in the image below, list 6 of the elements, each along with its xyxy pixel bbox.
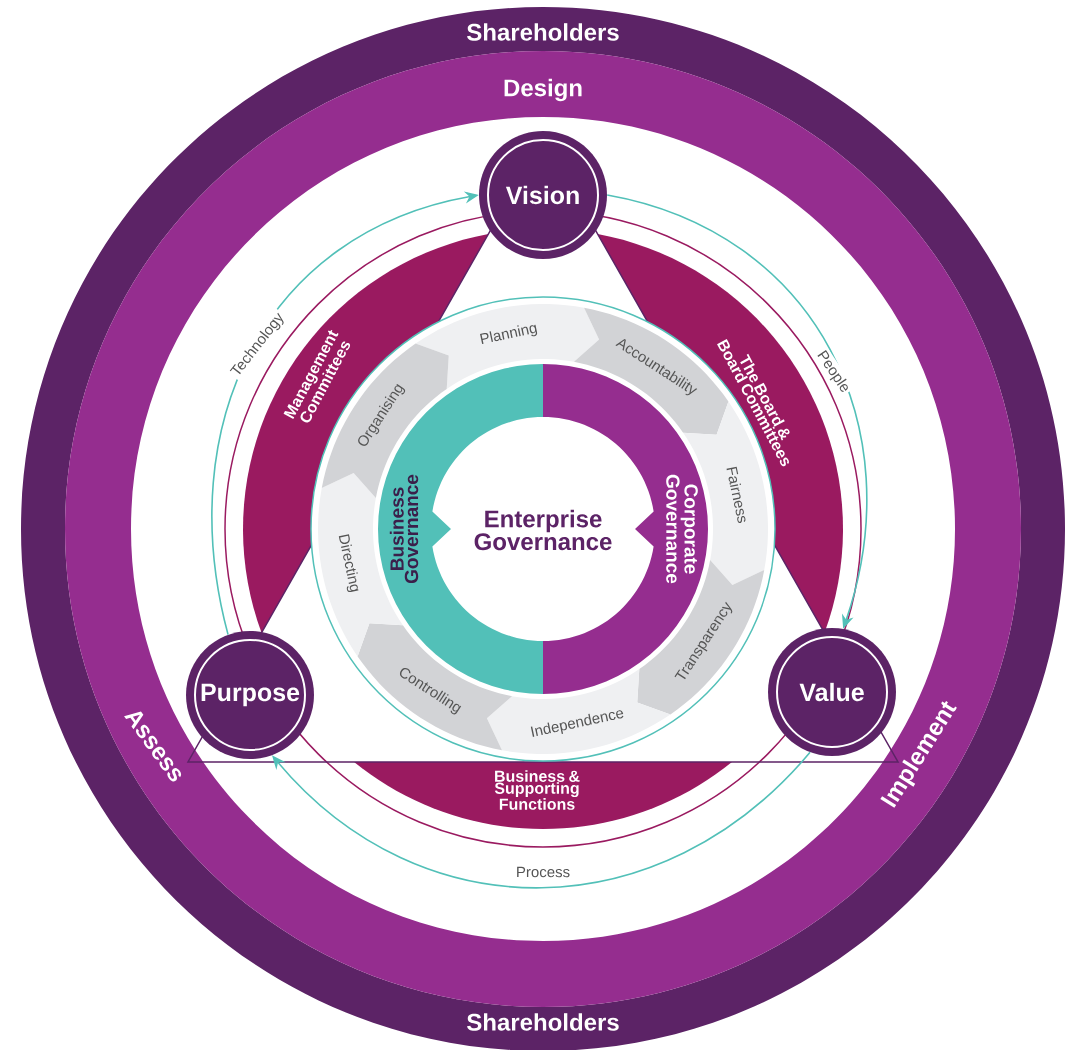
edge-label: Process xyxy=(513,864,573,880)
committee-band: Business & Supporting Functions xyxy=(354,762,732,829)
ring-label: Design xyxy=(504,78,582,102)
ring-label: Shareholders xyxy=(467,1013,619,1031)
chevron-segment: Planning xyxy=(415,304,600,389)
ring-label: Shareholders xyxy=(467,23,619,41)
